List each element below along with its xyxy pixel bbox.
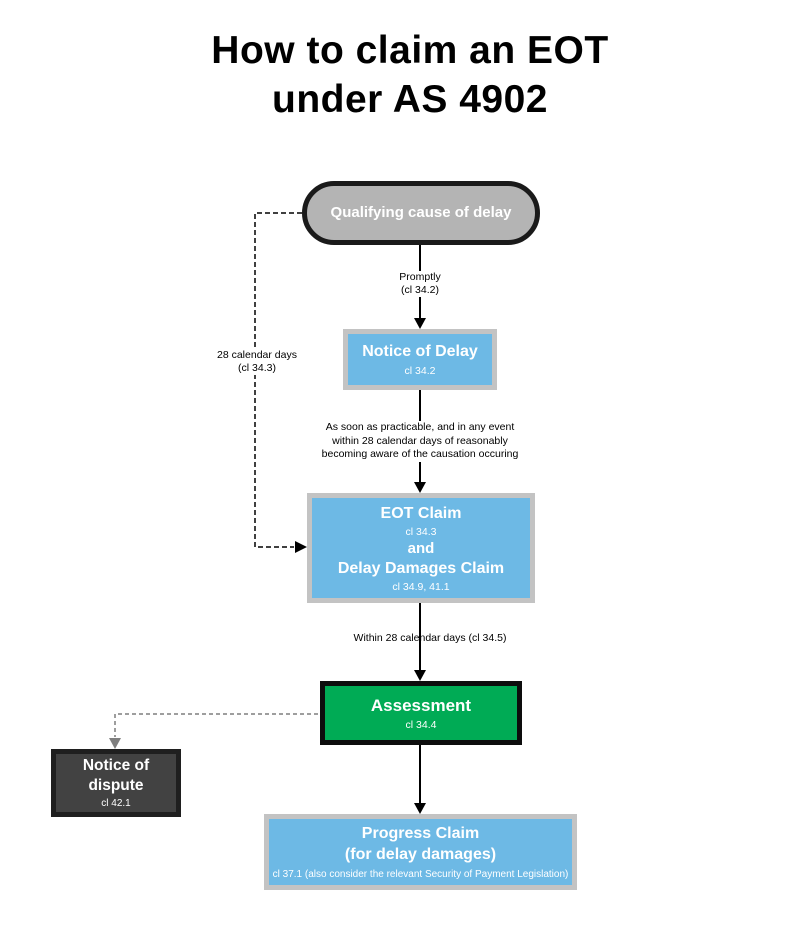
eot-claim-and: and: [407, 539, 435, 557]
eot-claim-clause2: cl 34.9, 41.1: [392, 580, 450, 593]
edge-dashed-qualifying-to-eot: [254, 212, 302, 548]
arrowhead-notice-of-dispute: [109, 738, 121, 749]
notice-of-delay-clause: cl 34.2: [404, 365, 436, 377]
edge-label-promptly: Promptly (cl 34.2): [360, 271, 480, 297]
node-assessment: Assessment cl 34.4: [320, 681, 522, 745]
node-qualifying-cause-of-delay: Qualifying cause of delay: [302, 181, 540, 245]
notice-of-dispute-clause: cl 42.1: [101, 798, 131, 809]
edge-label-28-calendar-days: 28 calendar days (cl 34.3): [197, 349, 317, 375]
arrowhead-assessment: [414, 670, 426, 681]
edge-dashed-assessment-to-dispute: [114, 713, 318, 737]
node-notice-of-dispute: Notice of dispute cl 42.1: [51, 749, 181, 817]
node-progress-claim: Progress Claim (for delay damages) cl 37…: [264, 814, 577, 890]
progress-claim-clause: cl 37.1 (also consider the relevant Secu…: [272, 869, 569, 880]
arrowhead-eot-claim: [414, 482, 426, 493]
arrowhead-dashed-eot: [295, 541, 307, 553]
eot-claim-clause1: cl 34.3: [405, 525, 437, 538]
edge-label-within-28-days: Within 28 calendar days (cl 34.5): [353, 632, 507, 644]
page-title: How to claim an EOT under AS 4902: [211, 29, 609, 121]
assessment-label: Assessment: [370, 695, 472, 715]
qualifying-cause-label: Qualifying cause of delay: [330, 204, 512, 221]
assessment-clause: cl 34.4: [405, 718, 437, 731]
notice-of-dispute-label: Notice of dispute: [82, 757, 150, 794]
edge-label-practicable: As soon as practicable, and in any event…: [280, 421, 560, 462]
progress-claim-label: Progress Claim (for delay damages): [344, 825, 497, 863]
delay-damages-claim-title: Delay Damages Claim: [337, 559, 505, 577]
arrowhead-notice-of-delay: [414, 318, 426, 329]
node-notice-of-delay: Notice of Delay cl 34.2: [343, 329, 497, 390]
eot-claim-title: EOT Claim: [380, 504, 462, 522]
arrowhead-progress-claim: [414, 803, 426, 814]
node-eot-claim: EOT Claim cl 34.3 and Delay Damages Clai…: [307, 493, 535, 603]
notice-of-delay-label: Notice of Delay: [362, 343, 478, 360]
